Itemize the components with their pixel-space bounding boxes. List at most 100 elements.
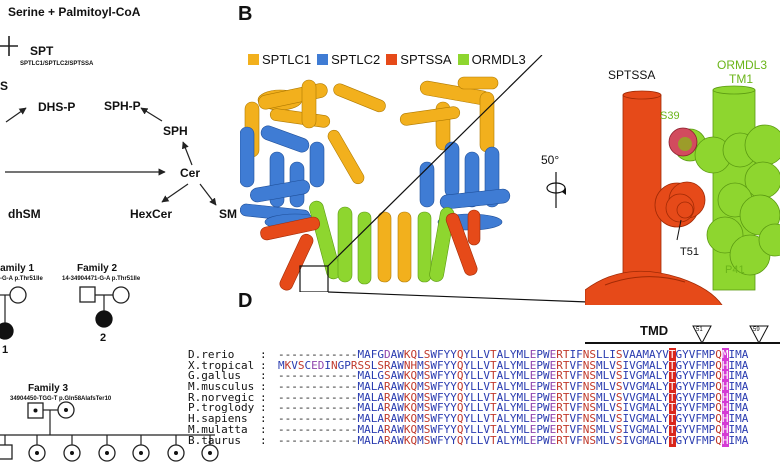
species-name: G.gallus <box>188 369 241 383</box>
substrate-label: Serine + Palmitoyl-CoA <box>8 5 141 19</box>
enzyme-label: SPT <box>30 44 54 58</box>
legend-swatch <box>457 54 469 65</box>
family-2-label: Family 2 <box>77 263 118 274</box>
separator: : <box>260 348 267 361</box>
separator: : <box>260 358 267 372</box>
f1-proband <box>0 322 14 340</box>
tmd-label: TMD <box>640 323 669 338</box>
alignment-row: P.troglody: ------------MALARAWKQMSWFYYQY… <box>188 401 780 415</box>
sequence: ------------MALARAWKQMSWFYYQYLLVTALYMLEP… <box>278 433 749 447</box>
alignment-row: X.tropical: MKVSCEDINGPRSSLSRAWNHMSWFYYQY… <box>188 358 780 372</box>
zoom-tm1-label: TM1 <box>729 72 753 86</box>
legend-sptlc2: SPTLC2 <box>317 52 380 67</box>
legend-sptlc1: SPTLC1 <box>248 52 311 67</box>
sequence: ------------MAFGDAWKQLSWFYYQYLLVTALYMLEP… <box>278 348 749 361</box>
f3-child-1 <box>0 444 13 460</box>
zoom-panel <box>585 50 780 305</box>
p41-label: P41 <box>725 264 745 276</box>
species-name: M.musculus <box>188 380 255 394</box>
zoom-line-bottom <box>327 291 589 303</box>
t51-spheres <box>654 181 706 228</box>
legend-sptssa: SPTSSA <box>386 52 452 67</box>
f2-father <box>79 286 96 303</box>
panel-b-letter: B <box>238 3 253 25</box>
sptssa-helices <box>260 209 481 291</box>
sptlc1-lower <box>377 211 412 283</box>
species-name: H.sapiens <box>188 412 248 426</box>
family-1-mutation: -G-A p.Thr51Ile <box>0 276 43 282</box>
sequence: ------------MALARAWKQMSWFYYQYLLVTALYMLEP… <box>278 380 749 394</box>
panel-b-legend: SPTLC1 SPTLC2 SPTSSA ORMDL3 <box>248 52 526 67</box>
cer-label: Cer <box>180 166 201 180</box>
panel-d-letter: D <box>238 290 253 312</box>
alignment-row: R.norvegic:------------MALARAWKQMSWFYYQY… <box>188 390 780 404</box>
enzyme-subunits: SPTLC1/SPTLC2/SPTSSA <box>20 61 94 67</box>
marker-51-text: 51 <box>696 327 703 333</box>
arrow-to-dhsp <box>5 107 27 123</box>
alignment-row: H.sapiens: ------------MALARAWKQMSWFYYQYL… <box>188 412 780 426</box>
f3-mother-dot <box>64 408 68 412</box>
pedigree-diagram <box>0 286 219 462</box>
arrow-cer-to-sm <box>199 183 217 206</box>
alignment-row: D.rerio:------------MAFGDAWKQLSWFYYQYLLV… <box>188 348 780 361</box>
f3-children <box>0 435 219 462</box>
sequence: ------------MALARAWKQMSWFYYQYLLVTALYMLEP… <box>278 422 749 436</box>
sm-label: SM <box>219 207 237 221</box>
species-name: X.tropical <box>188 358 255 372</box>
f1-mother <box>9 286 27 304</box>
family-1-label: Family 1 <box>0 263 35 274</box>
alignment-row: M.musculus: ------------MALARAWKQMSWFYYQY… <box>188 380 780 394</box>
dhsm-label: dhSM <box>8 207 41 221</box>
marker-59-text: 59 <box>753 327 760 333</box>
zoom-line-top <box>327 55 543 267</box>
zoom-structure <box>585 85 780 305</box>
separator: : <box>260 401 267 415</box>
family-2-number: 2 <box>100 332 107 344</box>
t51-pointer <box>676 219 682 241</box>
s39-label: S39 <box>660 110 680 122</box>
arrow-sph-to-sphp <box>140 107 163 122</box>
family-1-number: 1 <box>2 344 9 356</box>
family-2-mutation: 14-34904471-G-A p.Thr51Ile <box>62 276 141 282</box>
t51-label: T51 <box>680 246 699 258</box>
rotation-label: 50° <box>541 153 560 167</box>
arrow-cer-to-sph <box>182 141 193 166</box>
separator: : <box>260 433 267 447</box>
f2-proband <box>95 310 113 328</box>
sph-label: SPH <box>163 124 188 138</box>
pathway-diagram <box>0 36 217 206</box>
f3-father-dot <box>33 408 38 413</box>
alignment-row: B.taurus:------------MALARAWKQMSWFYYQYLL… <box>188 433 780 447</box>
family-3-label: Family 3 <box>28 383 69 394</box>
separator: : <box>260 380 267 394</box>
protein-structure <box>240 76 511 292</box>
alignment-row: G.gallus:------------MALGSAWKQMSWFYYQYLL… <box>188 369 780 383</box>
sptssa-zoom-helix <box>622 94 662 305</box>
species-name: P.troglody <box>188 401 255 415</box>
sequence: ------------MALARAWKQMSWFYYQYLLVTALYMLEP… <box>278 390 749 404</box>
legend-swatch <box>386 54 398 65</box>
separator: : <box>260 390 267 404</box>
arrow-cer-to-hexcer <box>161 183 189 203</box>
sptlc1-right <box>399 76 499 153</box>
marker-59 <box>749 325 769 345</box>
f2-mother <box>112 286 130 304</box>
sequence-alignment: D.rerio:------------MAFGDAWKQLSWFYYQYLLV… <box>188 348 780 447</box>
zoom-box <box>299 265 329 292</box>
zoom-sptssa-label: SPTSSA <box>608 68 656 82</box>
sph-p-label: SPH-P <box>104 99 141 113</box>
alignment-row: M.mulatta:------------MALARAWKQMSWFYYQYL… <box>188 422 780 436</box>
dhs-p-label: DHS-P <box>38 100 76 114</box>
zoom-lines <box>327 55 589 303</box>
panel-a: Serine + Palmitoyl-CoA SPT SPTLC1/SPTLC2… <box>0 0 240 470</box>
legend-ormdl3: ORMDL3 <box>457 52 526 67</box>
sequence: ------------MALARAWKQMSWFYYQYLLVTALYMLEP… <box>278 412 749 426</box>
separator: : <box>260 412 267 426</box>
family-3-mutation: 34904450-TGG-T p.Gln58AlafsTer10 <box>10 396 112 402</box>
marker-51 <box>692 325 712 345</box>
rotation-icon <box>546 172 566 208</box>
sequence: ------------MALARAWKQMSWFYYQYLLVTALYMLEP… <box>278 401 749 415</box>
sequence: MKVSCEDINGPRSSLSRAWNHMSWFYYQYLLVTALYMLEP… <box>278 358 749 372</box>
legend-swatch <box>248 54 259 65</box>
legend-swatch <box>317 54 329 65</box>
